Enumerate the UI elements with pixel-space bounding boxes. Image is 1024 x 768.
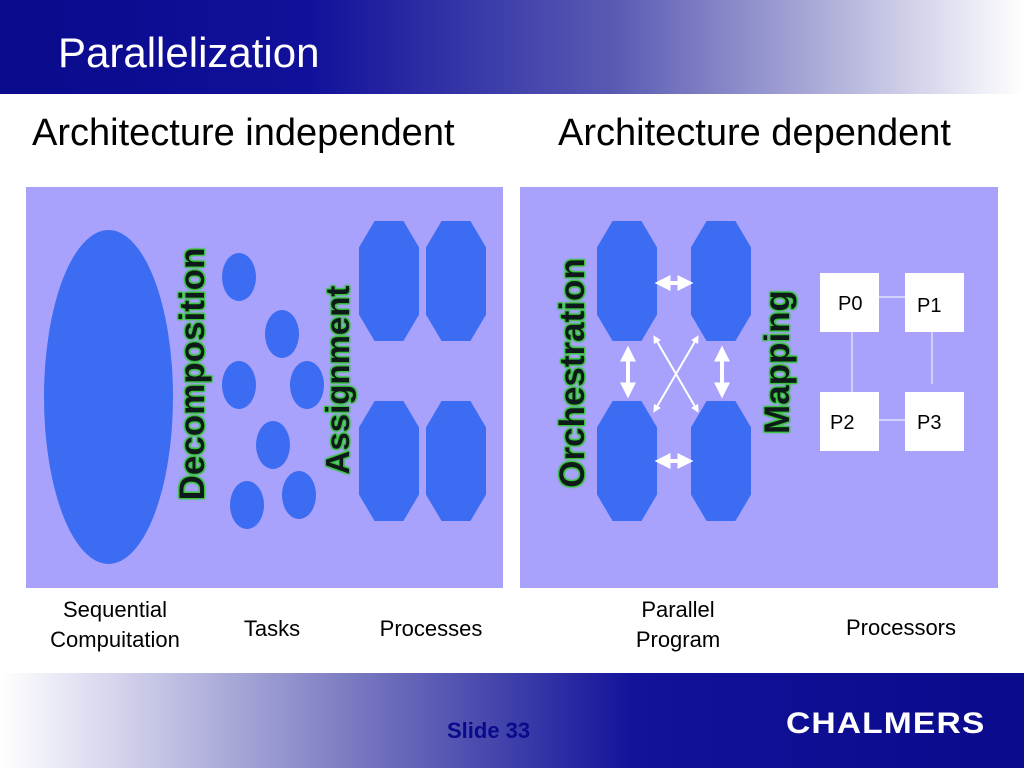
- task-shape: [222, 361, 256, 409]
- process-shape: [359, 221, 419, 341]
- process-shape: [426, 401, 486, 521]
- double-arrow-icon: [653, 335, 699, 413]
- task-shape: [282, 471, 316, 519]
- title-bar: [0, 0, 1024, 94]
- processor-label: P0: [838, 293, 863, 315]
- left-heading: Architecture independent: [32, 112, 455, 154]
- caption-sequential-computation: Sequential Compuitation: [50, 597, 180, 652]
- caption-processes: Processes: [379, 616, 483, 641]
- task-shape: [230, 481, 264, 529]
- program-process-shape: [691, 221, 751, 341]
- mapping-label: Mapping: [758, 290, 797, 434]
- caption-parallel-program: Parallel Program: [635, 597, 721, 652]
- caption-processors: Processors: [845, 615, 957, 640]
- process-shape: [359, 401, 419, 521]
- processor-label: P2: [830, 412, 855, 434]
- processor-box-p0: P0: [820, 273, 879, 332]
- footer-bar: [0, 673, 1024, 768]
- slide-title: Parallelization: [58, 29, 320, 76]
- processor-box-p1: P1: [905, 273, 964, 332]
- program-process-shape: [597, 401, 657, 521]
- processor-box-p2: P2: [820, 392, 879, 451]
- program-process-shape: [597, 221, 657, 341]
- program-process-shape: [691, 401, 751, 521]
- chalmers-logo: CHALMERS: [786, 707, 986, 740]
- sequential-computation-shape: [44, 230, 173, 564]
- right-heading: Architecture dependent: [558, 112, 951, 154]
- process-shape: [426, 221, 486, 341]
- processor-label: P1: [917, 295, 942, 317]
- processor-box-p3: P3: [905, 392, 964, 451]
- slide-number: Slide 33: [447, 718, 531, 743]
- task-shape: [265, 310, 299, 358]
- caption-tasks: Tasks: [243, 616, 301, 641]
- task-shape: [256, 421, 290, 469]
- task-shape: [290, 361, 324, 409]
- processor-label: P3: [917, 412, 942, 434]
- task-shape: [222, 253, 256, 301]
